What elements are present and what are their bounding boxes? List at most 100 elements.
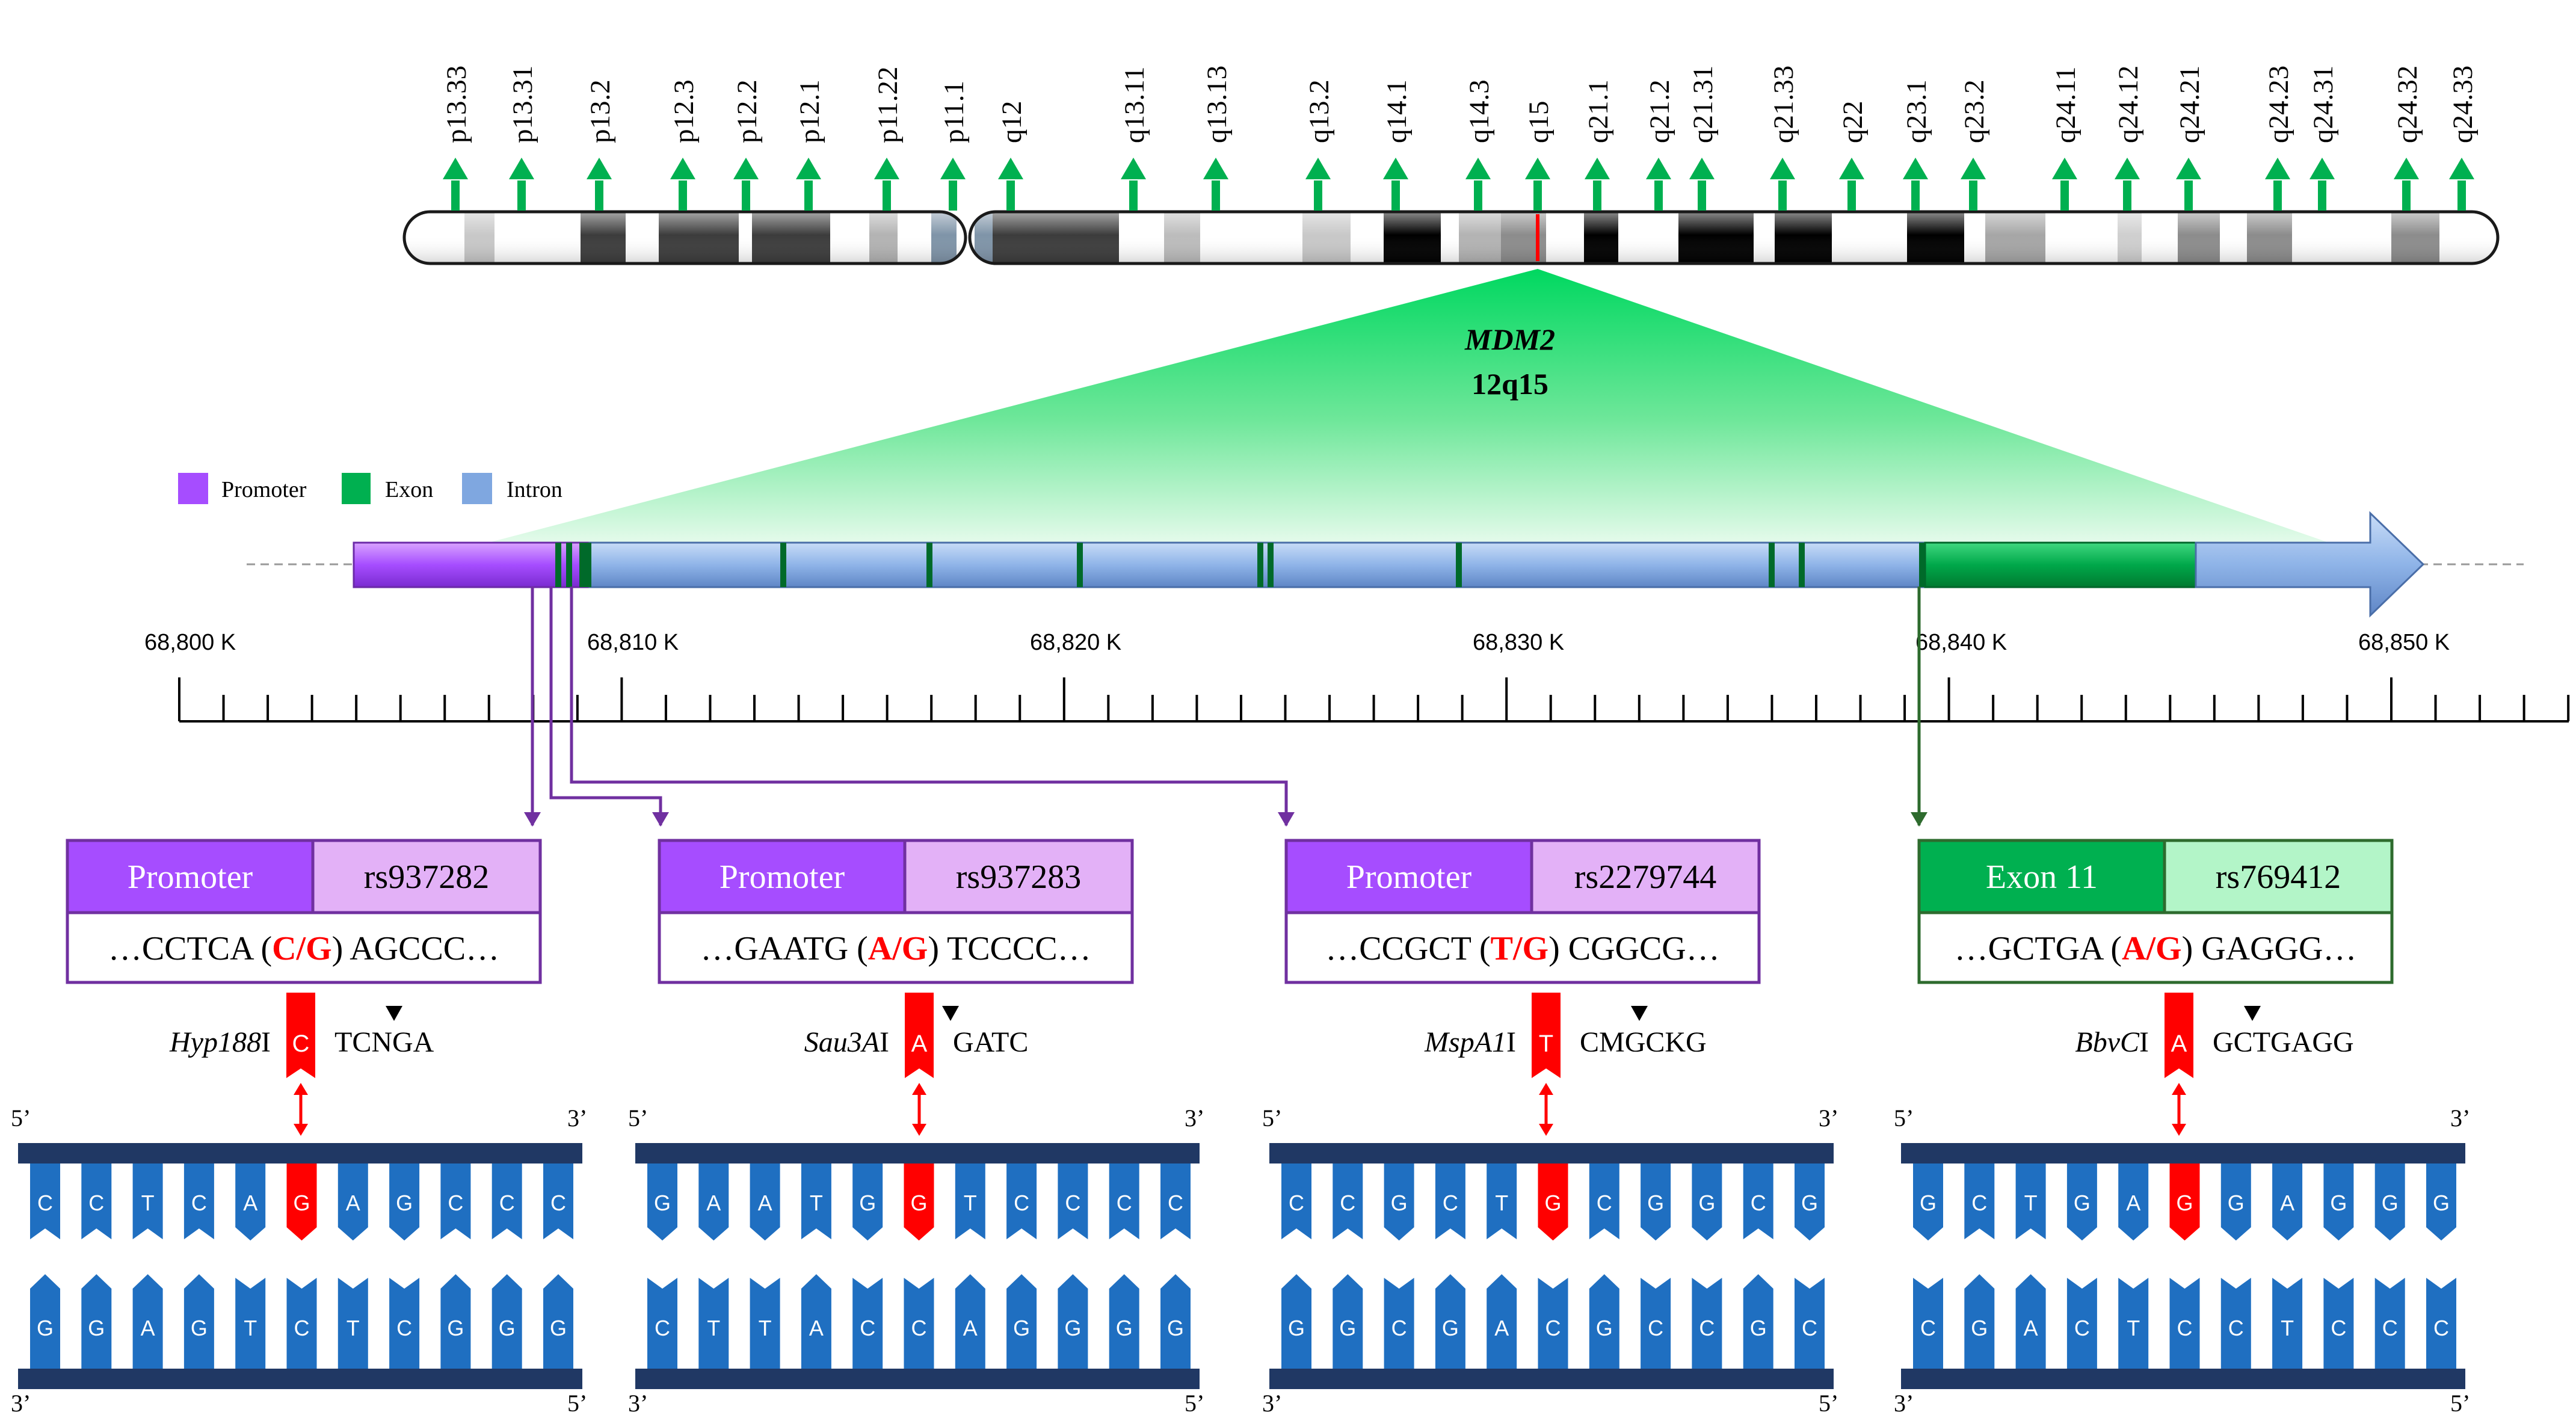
promoter-segment: [353, 541, 591, 588]
site-post: TGAGG: [2253, 1026, 2354, 1058]
top-base-label: T: [2024, 1191, 2038, 1215]
band-label: q21.31: [1687, 66, 1719, 143]
top-base-label: A: [346, 1191, 360, 1215]
top-base-G: [2426, 1163, 2456, 1241]
snp-allele: T/G: [1491, 930, 1548, 967]
top-base-label: A: [706, 1191, 721, 1215]
three-prime-top: 3’: [1819, 1105, 1838, 1132]
bottom-base-label: G: [499, 1316, 516, 1340]
region-header: [1919, 840, 2165, 913]
cut-site-marker: [2244, 1006, 2261, 1021]
three-prime-top: 3’: [1185, 1105, 1204, 1132]
region-label: Promoter: [1346, 858, 1472, 896]
top-base-T: [2015, 1163, 2046, 1239]
band-arrow-head: [587, 158, 612, 179]
band-p12-1: p12.1: [794, 79, 825, 211]
bottom-base-G: [1964, 1274, 1995, 1369]
top-base-G: [1913, 1163, 1943, 1241]
top-base-C: [491, 1163, 522, 1239]
bottom-base-label: G: [550, 1316, 567, 1340]
connector-rs769412-arrowhead: [1911, 812, 1927, 827]
bottom-base-label: G: [88, 1316, 105, 1340]
arrow-down: [2172, 1124, 2186, 1136]
bottom-base-T: [750, 1278, 780, 1369]
band-arrow-head: [940, 158, 966, 179]
arrow-down: [1539, 1124, 1553, 1136]
region-header: [1286, 840, 1532, 913]
bottom-base-A: [801, 1274, 831, 1369]
enzyme-suffix: I: [1506, 1026, 1516, 1058]
snp-allele: A/G: [868, 930, 928, 967]
region-label: Promoter: [719, 858, 845, 896]
bottom-base-C: [1692, 1278, 1722, 1369]
top-base-label: C: [448, 1191, 463, 1215]
bottom-base-label: C: [2074, 1316, 2090, 1340]
bottom-base-G: [1109, 1274, 1139, 1369]
band-q22: q22: [1837, 101, 1869, 211]
enzyme-name: MspA1I: [1424, 1026, 1516, 1058]
top-base-C: [440, 1163, 471, 1239]
band-label: q22: [1837, 101, 1869, 144]
top-base-C: [1964, 1163, 1995, 1239]
top-base-G: [647, 1163, 677, 1241]
band-arrow-head: [1465, 158, 1491, 179]
bottom-base-label: G: [191, 1316, 208, 1340]
top-base-label: C: [1971, 1191, 1987, 1215]
q-arm-shading: [970, 212, 2498, 264]
band-label: p11.22: [872, 66, 904, 143]
site-post: CKG: [1645, 1026, 1706, 1058]
cut-site-marker: [1631, 1006, 1648, 1021]
band-label: p13.2: [585, 79, 616, 143]
band-arrow-head: [2449, 158, 2474, 179]
snp-tag-label: A: [911, 1031, 928, 1057]
sequence-context: …GAATG (A/G) TCCCC…: [700, 930, 1091, 967]
gene-name: MDM2: [1464, 322, 1555, 356]
gene-structure: [247, 511, 2524, 618]
exon-marker: [566, 543, 572, 587]
exon-marker: [555, 543, 561, 587]
band-label: q13.2: [1304, 79, 1335, 143]
bottom-base-G: [1435, 1274, 1465, 1369]
bottom-base-label: T: [347, 1316, 360, 1340]
top-base-label: G: [1544, 1191, 1561, 1215]
band-q24-12: q24.12: [2113, 66, 2144, 211]
top-base-label: G: [2330, 1191, 2347, 1215]
snp-tag: [2165, 993, 2193, 1078]
top-base-label: G: [859, 1191, 876, 1215]
legend-label: Promoter: [221, 477, 307, 502]
p-arm: [402, 210, 967, 265]
bottom-base-G: [1281, 1274, 1311, 1369]
bottom-base-label: G: [1064, 1316, 1081, 1340]
band-p13-2: p13.2: [585, 79, 616, 211]
snp-tag: [905, 993, 934, 1078]
top-base-label: T: [1495, 1191, 1508, 1215]
top-base-label: C: [499, 1191, 515, 1215]
bottom-base-label: T: [244, 1316, 257, 1340]
seq-left: …GCTGA (: [1955, 930, 2122, 967]
bottom-base-label: A: [963, 1316, 978, 1340]
exon-11-segment: [1924, 541, 2197, 588]
bottom-backbone: [1901, 1369, 2465, 1389]
scale-label: 68,830 K: [1473, 630, 1564, 655]
top-base-T: [955, 1163, 985, 1239]
legend-swatch: [178, 473, 208, 504]
top-base-T: [801, 1163, 831, 1239]
enzyme-suffix: I: [880, 1026, 889, 1058]
exon-marker: [1799, 543, 1805, 587]
cut-site-marker: [942, 1006, 959, 1021]
bottom-base-C: [2323, 1278, 2354, 1369]
band-arrow-head: [874, 158, 899, 179]
bottom-base-T: [235, 1278, 266, 1369]
top-base-label: C: [1117, 1191, 1132, 1215]
bottom-base-label: C: [2382, 1316, 2398, 1340]
seq-left: …CCGCT (: [1325, 930, 1490, 967]
bottom-base-label: G: [37, 1316, 54, 1340]
three-prime-bottom: 3’: [11, 1390, 31, 1417]
bottom-base-label: C: [911, 1316, 927, 1340]
top-base-A: [2118, 1163, 2149, 1241]
enzyme-italic: BbvC: [2075, 1026, 2140, 1058]
sequence-context: …GCTGA (A/G) GAGGG…: [1955, 930, 2357, 967]
top-base-label: G: [2382, 1191, 2399, 1215]
snp-allele: A/G: [2122, 930, 2182, 967]
arrow-down: [294, 1124, 308, 1136]
